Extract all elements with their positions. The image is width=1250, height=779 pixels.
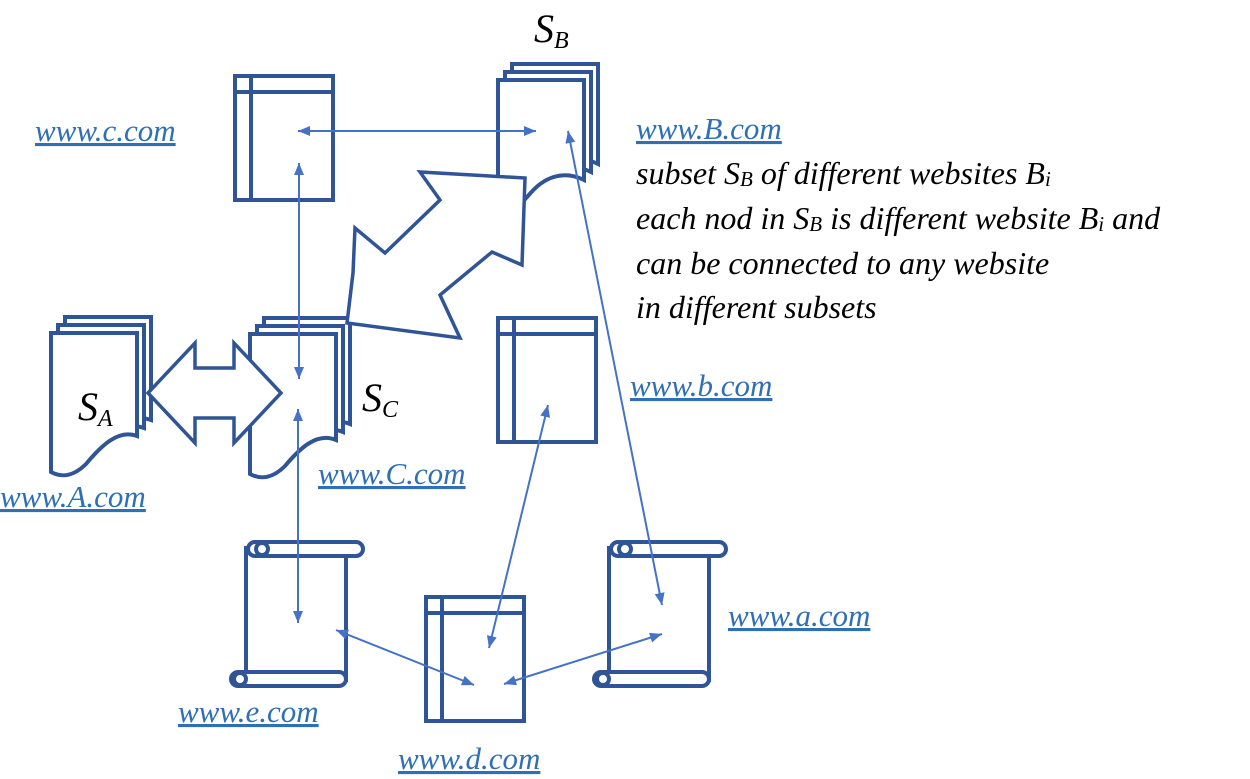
arrowhead <box>524 126 536 136</box>
url-www-b-com[interactable]: www.b.com <box>630 368 772 403</box>
node-subset-sa <box>49 315 153 478</box>
subset-label-sb: SB <box>534 6 569 54</box>
url-www-c-com[interactable]: www.c.com <box>35 113 176 148</box>
note-line-2: each nod in SB is different website Bi a… <box>636 200 1161 236</box>
arrowhead <box>540 405 551 418</box>
node-www-b-com <box>496 316 598 444</box>
url-www-e-com[interactable]: www.e.com <box>178 694 319 729</box>
arrowhead <box>504 675 517 686</box>
subset-description: subset SB of different websites Bi each … <box>636 155 1161 325</box>
link-e-to-d <box>335 629 475 686</box>
subset-label-sc: SC <box>362 375 399 423</box>
link-B-to-a <box>567 130 663 606</box>
node-www-a-com <box>592 540 728 688</box>
node-www-c-com <box>233 74 335 202</box>
url-www-A-com[interactable]: www.A.com <box>0 479 146 514</box>
fat-arrow-sa-sc <box>145 338 284 448</box>
url-www-C-com[interactable]: www.C.com <box>318 456 466 491</box>
link-d-to-a <box>503 633 663 685</box>
node-www-d-com <box>424 595 526 723</box>
arrowhead <box>293 409 303 421</box>
arrowhead <box>565 131 576 144</box>
fat-arrow-sc-sb <box>345 170 527 341</box>
url-www-B-com[interactable]: www.B.com <box>636 111 782 146</box>
note-line-4: in different subsets <box>636 289 877 325</box>
note-line-3: can be connected to any website <box>636 245 1049 281</box>
link-arrows <box>297 130 663 686</box>
url-www-d-com[interactable]: www.d.com <box>398 741 540 776</box>
arrowhead <box>293 611 303 623</box>
arrowhead <box>654 592 665 605</box>
arrowhead <box>294 367 304 379</box>
arrowhead <box>461 675 474 686</box>
arrowhead <box>298 126 310 136</box>
arrowhead <box>294 163 304 175</box>
arrowhead <box>486 635 497 648</box>
subset-label-sa: SA <box>78 384 113 432</box>
link-b-to-d <box>488 404 549 649</box>
url-www-a-com[interactable]: www.a.com <box>728 598 870 633</box>
note-line-1: subset SB of different websites Bi <box>636 155 1051 191</box>
node-subset-sc <box>248 316 352 480</box>
arrowhead <box>649 632 662 643</box>
arrowhead <box>336 629 349 640</box>
